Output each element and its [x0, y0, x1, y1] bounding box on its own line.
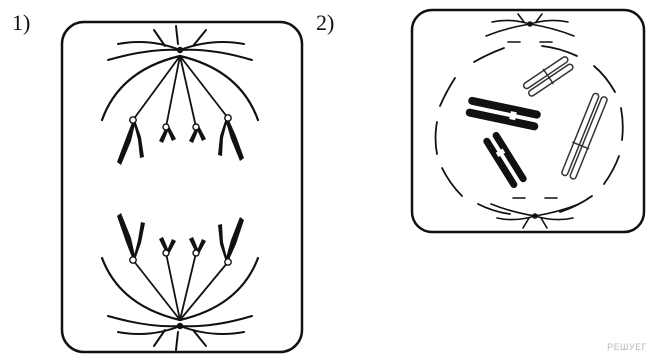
pole-bottom-2: [490, 197, 580, 229]
astral-rays-top: [107, 25, 253, 61]
figure-label-1: 1): [12, 10, 31, 35]
figure-label-2: 2): [316, 10, 335, 35]
astral-rays-bottom: [107, 315, 253, 351]
kinetochore-fibers-top: [132, 55, 229, 128]
bottom-pole: [100, 213, 260, 351]
chromosomes-black: [465, 96, 541, 189]
chromosome-black-small: [483, 131, 527, 189]
chromosomes-bottom: [117, 213, 244, 262]
panel-2-prophase: [410, 8, 646, 234]
centromeres-bottom: [129, 249, 232, 266]
top-pole: [100, 25, 260, 165]
chromosomes-top: [117, 118, 244, 165]
outer-spindle-arcs-bottom: [100, 256, 260, 322]
chromosomes-outline: [522, 56, 608, 180]
outer-spindle-arcs-top: [100, 54, 260, 122]
chromosome-outline-top: [522, 56, 574, 97]
cell-frame-2: [410, 8, 646, 234]
kinetochore-fibers-bottom: [132, 252, 229, 321]
cell-frame-1: [60, 20, 304, 354]
chromosome-outline-right: [561, 92, 608, 180]
watermark: РЕШУЕГ: [607, 342, 647, 352]
centromeres-top: [129, 114, 232, 131]
pole-top-2: [485, 13, 575, 43]
panel-1-anaphase: [60, 20, 304, 354]
chromosome-black-large: [465, 96, 541, 131]
